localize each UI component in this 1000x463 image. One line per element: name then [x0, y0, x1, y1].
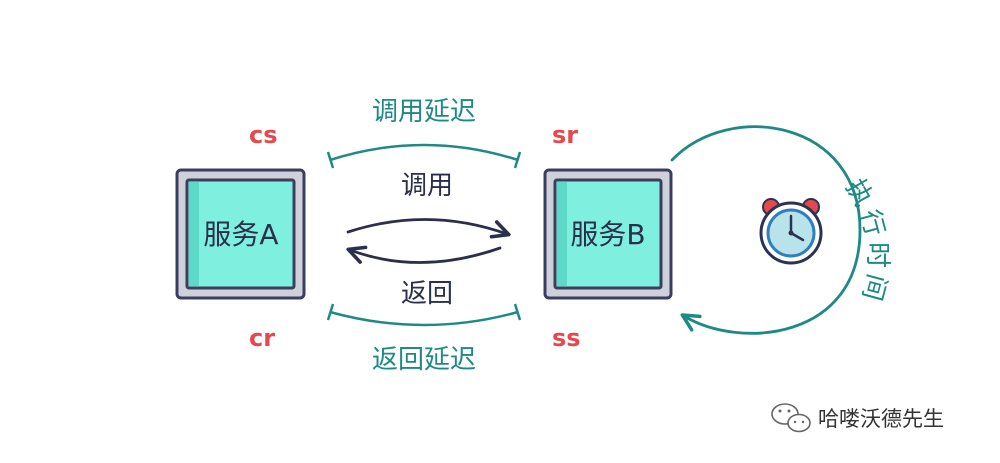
watermark: 哈喽沃德先生 [771, 403, 944, 433]
svg-text:间: 间 [856, 271, 892, 304]
service-a-box: 服务A [175, 168, 306, 300]
call-latency-bracket [326, 143, 522, 169]
marker-ss: ss [552, 324, 581, 352]
service-a-label: 服务A [203, 218, 278, 251]
marker-cr: cr [249, 324, 275, 352]
marker-cs: cs [249, 121, 278, 149]
call-latency-label: 调用延迟 [372, 97, 476, 127]
svg-text:时: 时 [862, 242, 892, 268]
call-arrow [346, 218, 511, 239]
return-label: 返回 [401, 279, 453, 309]
return-arrow [346, 245, 502, 264]
watermark-text: 哈喽沃德先生 [818, 407, 944, 431]
svg-text:执: 执 [839, 174, 878, 212]
call-label: 调用 [401, 171, 453, 201]
return-latency-bracket [326, 303, 522, 327]
marker-sr: sr [552, 121, 578, 149]
alarm-clock-icon [759, 198, 823, 265]
service-b-box: 服务B [543, 168, 673, 300]
execution-loop-arrow [670, 125, 862, 335]
wechat-icon [771, 403, 811, 433]
service-b-label: 服务B [570, 218, 645, 251]
return-latency-label: 返回延迟 [372, 345, 476, 375]
